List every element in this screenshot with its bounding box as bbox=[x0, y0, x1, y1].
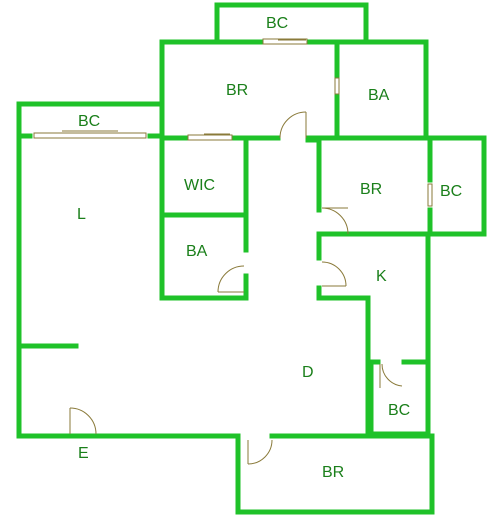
door-entry-swing bbox=[69, 407, 97, 435]
wall-balcony-top bbox=[214, 2, 369, 43]
wall-upper-br-bottom bbox=[159, 101, 281, 141]
window-living-balcony bbox=[33, 132, 147, 139]
windows bbox=[33, 38, 433, 207]
wall-mid-right-block bbox=[316, 135, 487, 237]
door-kitchen-swing bbox=[321, 261, 347, 287]
wall-left-outer bbox=[16, 101, 241, 439]
label-wic: WIC bbox=[184, 177, 215, 194]
label-ba-top-right: BA bbox=[368, 87, 390, 104]
window-br-ba bbox=[334, 77, 340, 95]
label-bc-bottom-right: BC bbox=[388, 402, 410, 419]
window-mid-bc bbox=[427, 183, 433, 207]
window-upper-br bbox=[187, 134, 233, 141]
label-bc-mid-right: BC bbox=[440, 183, 462, 200]
label-br-mid: BR bbox=[360, 181, 382, 198]
door-upper-br-swing bbox=[279, 111, 307, 139]
door-bc-bottom-right-swing bbox=[381, 363, 403, 387]
wall-wic-block bbox=[159, 135, 249, 301]
label-e: E bbox=[78, 445, 89, 462]
doors bbox=[69, 111, 403, 465]
label-br-bottom: BR bbox=[322, 464, 344, 481]
wall-kitchen bbox=[316, 235, 381, 365]
wall-corridor-right bbox=[305, 135, 322, 143]
label-k: K bbox=[376, 268, 387, 285]
label-ba-left: BA bbox=[186, 243, 208, 260]
room-labels: BC BR BA BC WIC L BR BC BA K D BC E BR bbox=[77, 15, 462, 481]
door-mid-br-swing bbox=[321, 207, 349, 235]
door-ba-left-swing bbox=[217, 265, 245, 293]
walls bbox=[16, 2, 487, 515]
label-l: L bbox=[77, 206, 86, 223]
window-top-balcony bbox=[262, 38, 308, 45]
wall-upper-top bbox=[159, 39, 429, 141]
label-bc-left: BC bbox=[78, 113, 100, 130]
label-br-top: BR bbox=[226, 82, 248, 99]
wall-kitchen-right bbox=[401, 231, 431, 365]
wall-bottom-br bbox=[235, 433, 435, 515]
label-bc-top: BC bbox=[266, 15, 288, 32]
label-d: D bbox=[302, 364, 314, 381]
door-bottom-br-swing bbox=[247, 439, 273, 465]
